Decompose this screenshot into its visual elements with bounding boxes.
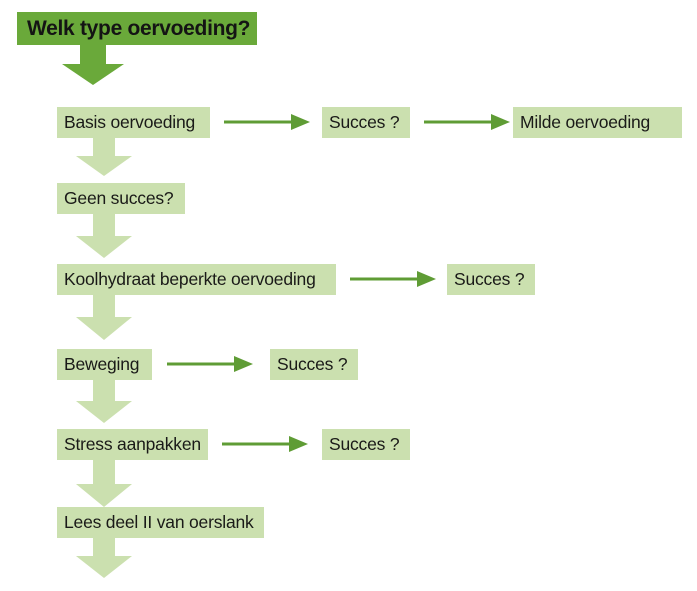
- down-arrow-icon-title-to-basis: [62, 45, 124, 85]
- right-arrow-icon-beweging-to-succes3: [167, 356, 253, 372]
- node-geen-succes: Geen succes?: [57, 183, 185, 214]
- flowchart-title-box: Welk type oervoeding?: [17, 12, 257, 45]
- node-succes-1-label: Succes ?: [329, 111, 400, 132]
- node-koolhydraat-beperkte-oervoeding: Koolhydraat beperkte oervoeding: [57, 264, 336, 295]
- arrow-head: [491, 114, 510, 130]
- node-succes-4-label: Succes ?: [329, 433, 400, 454]
- node-succes-2-label: Succes ?: [454, 268, 525, 289]
- arrow-head: [289, 436, 308, 452]
- right-arrow-icon-succes1-to-milde: [424, 114, 510, 130]
- down-arrow-icon-lees-deel-end: [76, 538, 132, 578]
- arrow-head: [234, 356, 253, 372]
- node-succes-3-label: Succes ?: [277, 353, 348, 374]
- node-geen-succes-label: Geen succes?: [64, 187, 174, 208]
- node-basis-oervoeding-label: Basis oervoeding: [64, 111, 196, 132]
- node-succes-1: Succes ?: [322, 107, 410, 138]
- down-arrow-icon-beweging-to-stress: [76, 380, 132, 423]
- flowchart-title-label: Welk type oervoeding?: [27, 17, 251, 40]
- right-arrow-icon-koolhydraat-to-succes2: [350, 271, 436, 287]
- down-arrow-icon-stress-to-lees-deel: [76, 460, 132, 507]
- arrow-shaft: [167, 362, 237, 366]
- node-stress-aanpakken: Stress aanpakken: [57, 429, 208, 460]
- node-koolhydraat-beperkte-oervoeding-label: Koolhydraat beperkte oervoeding: [64, 268, 316, 289]
- arrow-shaft: [424, 120, 494, 124]
- node-basis-oervoeding: Basis oervoeding: [57, 107, 210, 138]
- arrow-head: [417, 271, 436, 287]
- node-succes-2: Succes ?: [447, 264, 535, 295]
- node-succes-3: Succes ?: [270, 349, 358, 380]
- down-arrow-icon-basis-to-geen-succes: [76, 138, 132, 176]
- node-beweging: Beweging: [57, 349, 152, 380]
- node-stress-aanpakken-label: Stress aanpakken: [64, 433, 201, 454]
- right-arrow-icon-stress-to-succes4: [222, 436, 308, 452]
- arrow-shaft: [224, 120, 294, 124]
- down-arrow-icon-koolhydraat-to-beweging: [76, 295, 132, 340]
- arrow-shaft: [222, 442, 292, 446]
- node-milde-oervoeding: Milde oervoeding: [513, 107, 682, 138]
- arrow-head: [291, 114, 310, 130]
- node-succes-4: Succes ?: [322, 429, 410, 460]
- node-lees-deel-ii: Lees deel II van oerslank: [57, 507, 264, 538]
- node-milde-oervoeding-label: Milde oervoeding: [520, 111, 651, 132]
- right-arrow-icon-basis-to-succes1: [224, 114, 310, 130]
- node-beweging-label: Beweging: [64, 353, 140, 374]
- arrow-shaft: [350, 277, 420, 281]
- node-lees-deel-ii-label: Lees deel II van oerslank: [64, 511, 254, 532]
- down-arrow-icon-geen-succes-to-koolhydraat: [76, 214, 132, 258]
